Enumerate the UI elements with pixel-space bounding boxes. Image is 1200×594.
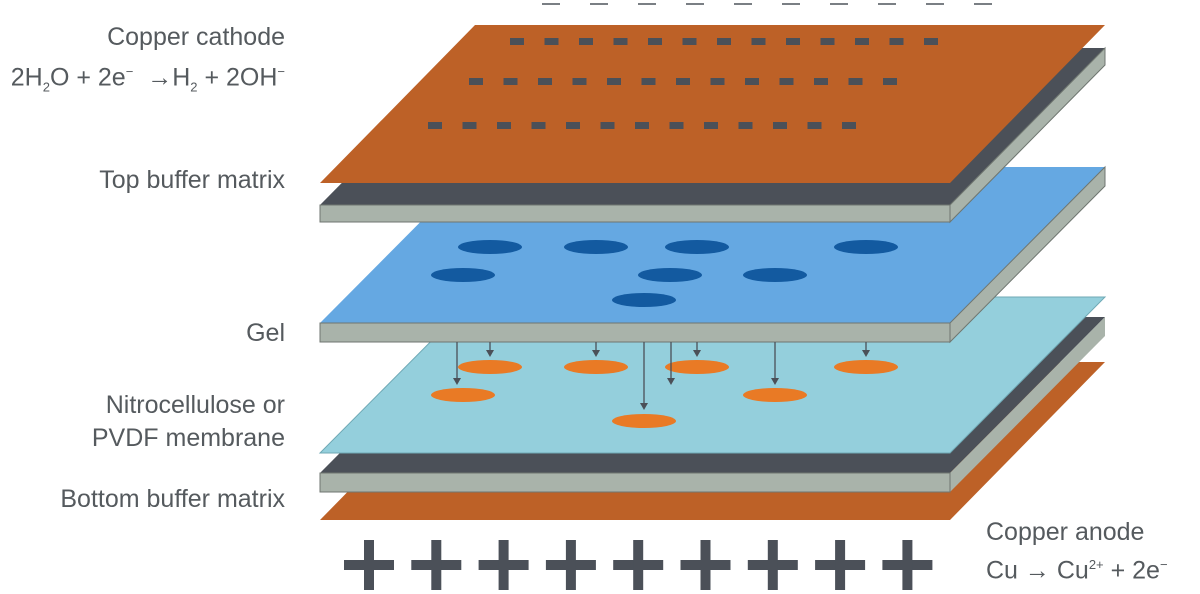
- protein-band: [612, 414, 676, 428]
- negative-charge-dashes-top: [542, 3, 992, 5]
- minus-dash: [814, 78, 828, 85]
- protein-band: [431, 268, 495, 282]
- minus-dash: [878, 3, 896, 5]
- minus-dash: [883, 78, 897, 85]
- protein-band: [612, 293, 676, 307]
- minus-dash: [648, 38, 662, 45]
- minus-dash: [600, 122, 615, 129]
- label-membrane-line2: PVDF membrane: [91, 424, 285, 452]
- protein-band: [564, 360, 628, 374]
- plus-sign-vertical: [498, 540, 509, 590]
- protein-band: [638, 268, 702, 282]
- protein-band: [564, 240, 628, 254]
- minus-dash: [638, 3, 656, 5]
- label-top-buffer-matrix: Top buffer matrix: [99, 166, 285, 194]
- minus-dash: [531, 122, 546, 129]
- minus-dash: [497, 122, 511, 129]
- minus-dash: [926, 3, 944, 5]
- minus-dash: [538, 78, 552, 85]
- gel-protein-bands: [431, 240, 898, 307]
- protein-band: [743, 268, 807, 282]
- transferred-protein-bands: [431, 360, 898, 428]
- minus-dash: [590, 3, 608, 5]
- plus-sign-vertical: [835, 540, 846, 590]
- protein-band: [458, 240, 522, 254]
- protein-band: [834, 240, 898, 254]
- label-cathode-equation: 2H2O + 2e− →H2 + 2OH−: [10, 63, 285, 95]
- protein-band: [834, 360, 898, 374]
- minus-dash: [503, 78, 518, 85]
- minus-dash: [682, 38, 697, 45]
- plus-sign-vertical: [700, 540, 711, 590]
- plus-sign-vertical: [767, 540, 778, 590]
- minus-dash: [710, 78, 725, 85]
- protein-band: [743, 388, 807, 402]
- label-copper-cathode: Copper cathode: [107, 23, 285, 51]
- minus-dash: [428, 122, 442, 129]
- minus-dash: [924, 38, 938, 45]
- minus-dash: [786, 38, 800, 45]
- minus-dash: [974, 3, 992, 5]
- minus-dash: [889, 38, 904, 45]
- protein-band: [431, 388, 495, 402]
- negative-charge-dashes: [428, 38, 938, 129]
- plus-sign-vertical: [364, 540, 374, 590]
- arrow-head: [862, 350, 870, 357]
- minus-dash: [572, 78, 587, 85]
- positive-charge-signs: [344, 540, 933, 590]
- minus-dash: [842, 122, 856, 129]
- minus-dash: [641, 78, 656, 85]
- minus-dash: [686, 3, 704, 5]
- copper-cathode-plate: [320, 25, 1105, 183]
- arrow-head: [771, 378, 779, 385]
- arrow-head: [486, 350, 494, 357]
- label-anode-equation: Cu → Cu2+ + 2e−: [986, 556, 1168, 585]
- arrow-head: [592, 350, 600, 357]
- arrow-head: [693, 350, 701, 357]
- protein-band: [458, 360, 522, 374]
- plus-sign-vertical: [902, 540, 913, 590]
- arrow-head: [640, 403, 648, 410]
- plus-sign-vertical: [565, 540, 576, 590]
- minus-dash: [607, 78, 621, 85]
- transfer-arrows: [453, 342, 870, 410]
- label-copper-anode: Copper anode: [986, 518, 1145, 546]
- label-gel: Gel: [246, 319, 285, 347]
- minus-dash: [613, 38, 628, 45]
- minus-dash: [462, 122, 477, 129]
- protein-band: [665, 360, 729, 374]
- minus-dash: [510, 38, 524, 45]
- minus-dash: [807, 122, 822, 129]
- arrow-head: [667, 378, 675, 385]
- minus-dash: [848, 78, 863, 85]
- minus-dash: [779, 78, 794, 85]
- minus-dash: [704, 122, 718, 129]
- minus-dash: [734, 3, 752, 5]
- minus-dash: [830, 3, 848, 5]
- minus-dash: [745, 78, 759, 85]
- minus-dash: [717, 38, 731, 45]
- minus-dash: [544, 38, 559, 45]
- minus-dash: [676, 78, 690, 85]
- minus-dash: [566, 122, 580, 129]
- minus-dash: [855, 38, 869, 45]
- minus-dash: [469, 78, 483, 85]
- label-membrane-line1: Nitrocellulose or: [105, 391, 285, 419]
- arrow-head: [453, 378, 461, 385]
- minus-dash: [669, 122, 684, 129]
- protein-band: [665, 240, 729, 254]
- minus-dash: [579, 38, 593, 45]
- minus-dash: [635, 122, 649, 129]
- minus-dash: [542, 3, 560, 5]
- label-bottom-buffer-matrix: Bottom buffer matrix: [60, 485, 285, 513]
- plus-sign-vertical: [431, 540, 442, 590]
- minus-dash: [820, 38, 835, 45]
- minus-dash: [751, 38, 766, 45]
- minus-dash: [773, 122, 787, 129]
- minus-dash: [782, 3, 800, 5]
- plus-sign-vertical: [633, 540, 644, 590]
- minus-dash: [738, 122, 753, 129]
